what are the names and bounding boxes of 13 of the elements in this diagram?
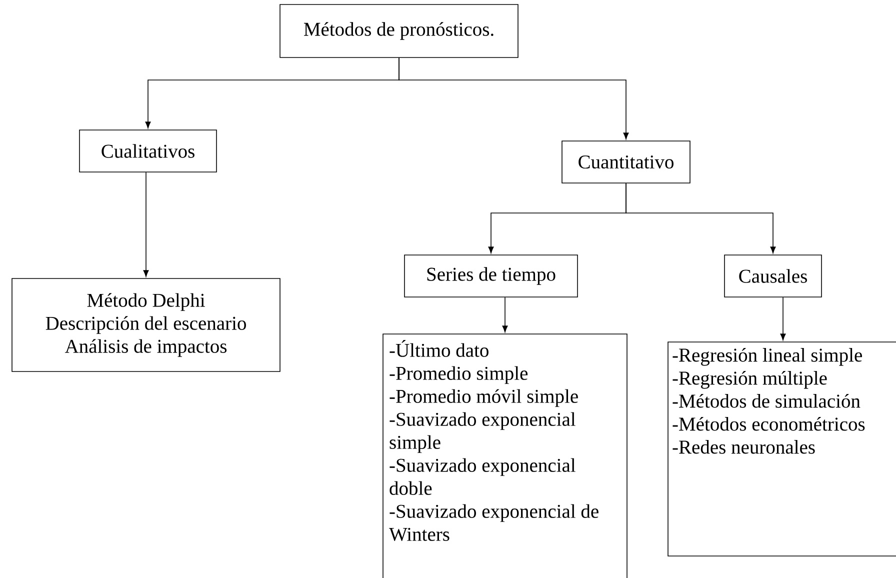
arrow — [626, 183, 776, 254]
category-box: Métodos de pronósticos. — [280, 4, 518, 58]
arrow — [502, 297, 508, 332]
list-box: -Regresión lineal simple -Regresión múltiple -Métodos de simulación -Métodos econométricos -Redes neuronales — [668, 342, 896, 556]
category-box: Cualitativos — [79, 130, 217, 172]
category-box: Causales — [724, 254, 822, 298]
arrow — [780, 297, 786, 340]
category-box: Cuantitativo — [562, 140, 690, 184]
category-box: Series de tiempo — [404, 254, 578, 298]
arrow — [143, 172, 149, 277]
arrow — [398, 58, 629, 140]
list-box: -Último dato -Promedio simple -Promedio móvil simple -Suavizado exponencial simple -Suavizado exponencial doble -Suavizado exponencial de Winters — [382, 334, 628, 578]
category-box: Método Delphi Descripción del escenario Análisis de impactos — [12, 278, 280, 372]
